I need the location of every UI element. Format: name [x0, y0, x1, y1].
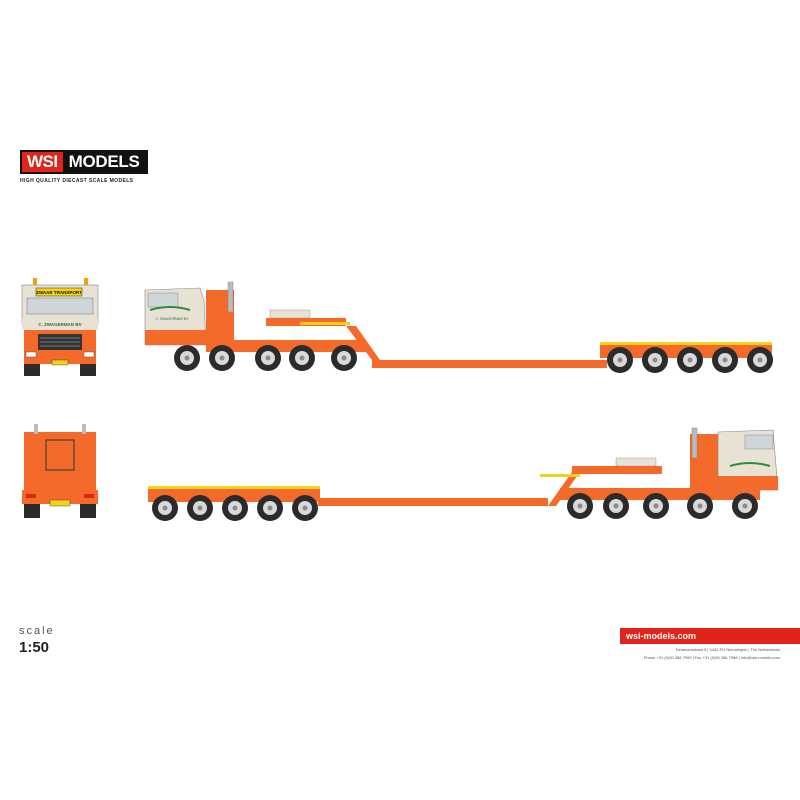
scale-value: 1:50: [19, 639, 50, 656]
footer-contact: Phone +31 (0)30 286 7900 | Fax +31 (0)30…: [643, 655, 780, 660]
logo-tagline: HIGH QUALITY DIECAST SCALE MODELS: [20, 178, 134, 184]
footer-address: Delamarsstraat 5 | 3432 PG Nieuwegein | …: [675, 647, 780, 652]
front-view: ZWAAR TRANSPORT C. ZWAGERMAN BV: [21, 278, 99, 376]
logo-models-text: MODELS: [62, 152, 146, 172]
wsi-models-logo: WSI MODELS HIGH QUALITY DIECAST SCALE MO…: [20, 150, 148, 184]
side-view-right-facing: [148, 427, 779, 521]
scale-label: scale: [19, 625, 55, 637]
front-company-text: C. ZWAGERMAN BV: [38, 322, 81, 327]
logo-wsi-text: WSI: [22, 152, 63, 172]
side-view-left-facing: C. ZWAGERMAN BV: [144, 281, 773, 373]
front-sign-text: ZWAAR TRANSPORT: [36, 290, 82, 295]
website-link[interactable]: wsi-models.com: [620, 628, 800, 644]
scale-block: scale 1:50: [19, 625, 55, 656]
rear-view: [22, 424, 98, 518]
side-cab-company: C. ZWAGERMAN BV: [155, 317, 189, 321]
footer: wsi-models.com Delamarsstraat 5 | 3432 P…: [620, 628, 800, 660]
logo-box: WSI MODELS: [20, 150, 148, 174]
